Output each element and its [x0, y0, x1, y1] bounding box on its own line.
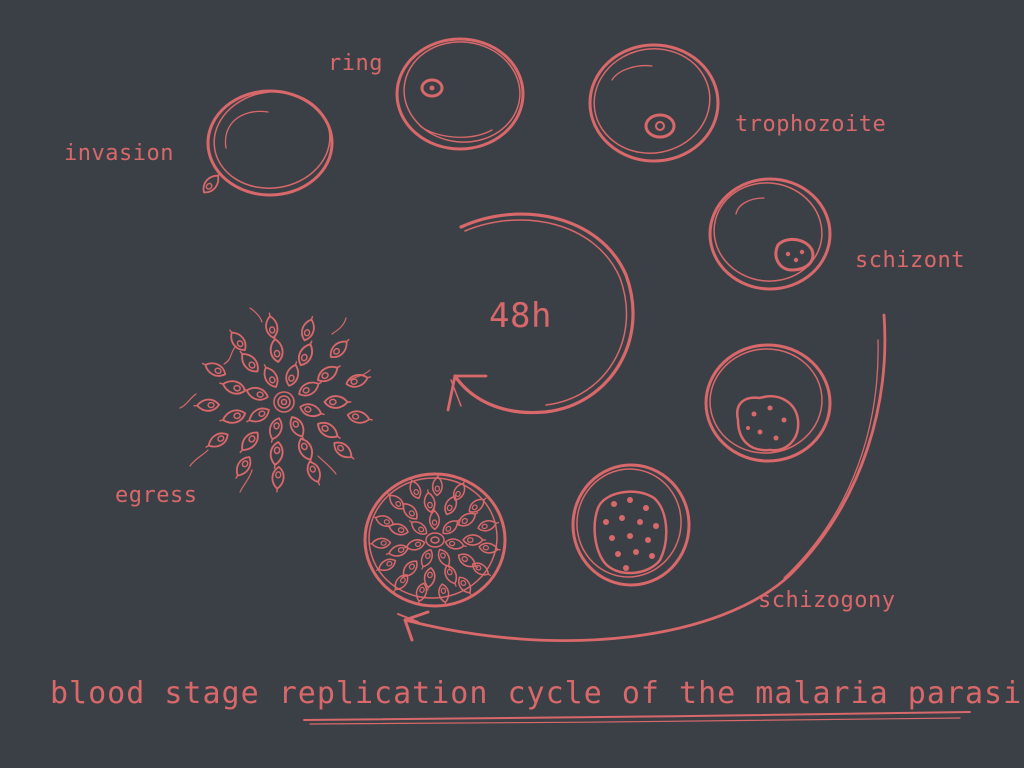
schizogony-cell-1 — [704, 343, 832, 463]
cycle-duration: 48h — [489, 296, 552, 336]
label-schizont: schizont — [855, 248, 965, 273]
merozoite-icon — [241, 383, 271, 404]
merozoite-icon — [234, 427, 263, 458]
segmenter-cell — [363, 472, 507, 608]
merozoite-icon — [224, 325, 251, 355]
merozoite-icon — [329, 437, 359, 465]
merozoite-icon — [262, 311, 280, 340]
merozoite-icon — [270, 465, 286, 494]
label-egress: egress — [115, 483, 197, 508]
merozoite-icon — [217, 376, 248, 398]
merozoite-icon — [325, 334, 354, 362]
merozoite-icon — [313, 417, 345, 444]
merozoite-icon — [368, 537, 392, 550]
merozoite-icon — [234, 346, 263, 377]
merozoite-icon — [217, 406, 248, 428]
title-underline — [303, 711, 971, 721]
merozoite-icon — [389, 571, 412, 596]
merozoite-icon — [286, 413, 310, 443]
merozoite-icon — [323, 395, 352, 409]
label-schizogony: schizogony — [758, 588, 895, 613]
label-invasion: invasion — [64, 141, 174, 166]
merozoite-icon — [294, 435, 319, 467]
diagram-title: blood stage replication cycle of the mal… — [50, 676, 1024, 711]
label-trophozoite: trophozoite — [735, 112, 886, 137]
merozoite-icon — [230, 453, 256, 483]
merozoite-icon — [370, 511, 396, 530]
merozoite-icon — [477, 541, 502, 556]
merozoite-icon — [405, 516, 431, 539]
merozoite-icon — [416, 546, 436, 572]
merozoite-icon — [199, 357, 229, 381]
merozoite-icon — [267, 334, 286, 364]
label-ring: ring — [328, 51, 383, 76]
merozoite-icon — [198, 168, 226, 197]
merozoite-icon — [345, 408, 375, 427]
cycle-arrow — [446, 212, 635, 415]
merozoite-icon — [265, 415, 286, 445]
merozoite-icon — [383, 489, 408, 513]
merozoite-icon — [439, 515, 464, 538]
merozoite-icon — [441, 562, 462, 589]
merozoite-icon — [397, 497, 422, 523]
merozoite-icon — [303, 458, 326, 488]
merozoite-icon — [421, 566, 437, 592]
merozoite-icon — [373, 555, 399, 576]
merozoite-icon — [298, 313, 319, 344]
merozoite-icon — [313, 360, 345, 387]
merozoite-icon — [267, 440, 286, 470]
schizont-cell — [708, 177, 832, 291]
merozoite-icon — [202, 428, 232, 453]
ring-cell — [395, 37, 525, 151]
merozoite-icon — [436, 582, 452, 607]
merozoite-icon — [192, 398, 221, 413]
merozoite-icon — [282, 359, 303, 389]
merozoite-icon — [454, 573, 477, 599]
merozoite-icon — [297, 400, 327, 421]
merozoite-icon — [243, 404, 273, 428]
egress-cluster — [179, 307, 375, 494]
invasion-cell — [198, 89, 334, 197]
schizogony-cell-2 — [571, 463, 691, 587]
merozoite-icon — [343, 370, 373, 391]
trophozoite-cell — [588, 43, 720, 163]
merozoite-icon — [258, 361, 282, 391]
merozoite-icon — [441, 491, 462, 518]
merozoite-icon — [294, 337, 319, 369]
schizogony-arc — [397, 313, 887, 642]
